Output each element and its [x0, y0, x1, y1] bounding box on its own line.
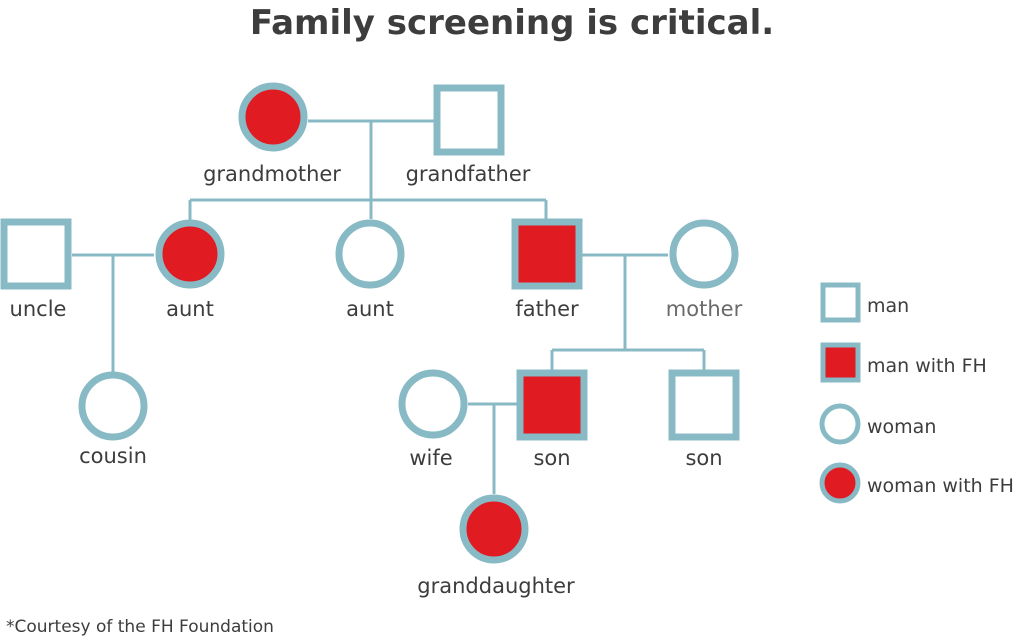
diagram-title: Family screening is critical. [250, 3, 774, 43]
son-with-fh-symbol [516, 369, 588, 441]
aunt-with-fh-symbol [155, 219, 225, 289]
aunt-symbol [335, 219, 405, 289]
legend-man-with-fh-icon [820, 342, 861, 383]
son-label: son [685, 446, 722, 470]
grandmother-symbol [238, 82, 308, 152]
legend-woman-icon [819, 403, 861, 445]
mother-symbol [669, 219, 739, 289]
people-symbols [0, 82, 740, 564]
legend-man-with-fh-label: man with FH [867, 355, 987, 377]
legend-woman-with-fh-label: woman with FH [867, 475, 1014, 497]
legend: man man with FH woman woman with FH [819, 282, 1014, 504]
son-symbol [668, 369, 740, 441]
granddaughter-symbol [459, 494, 529, 564]
father-symbol [511, 218, 583, 290]
wife-label: wife [409, 446, 452, 470]
grandfather-symbol [433, 84, 505, 156]
grandfather-label: grandfather [406, 162, 531, 186]
granddaughter-label: granddaughter [417, 574, 575, 598]
uncle-symbol [0, 218, 72, 290]
connector-lines [72, 119, 706, 494]
people-labels: grandmother grandfather uncle aunt aunt … [10, 162, 743, 598]
credit-note: *Courtesy of the FH Foundation [6, 617, 274, 637]
aunt-label: aunt [346, 297, 394, 321]
wife-symbol [398, 369, 468, 439]
father-label: father [515, 297, 579, 321]
mother-label: mother [666, 297, 743, 321]
cousin-label: cousin [79, 444, 147, 468]
aunt-with-fh-label: aunt [166, 297, 214, 321]
legend-man-icon [820, 282, 861, 323]
grandmother-label: grandmother [203, 162, 341, 186]
cousin-symbol [78, 371, 148, 441]
legend-woman-label: woman [867, 416, 936, 438]
son-with-fh-label: son [533, 446, 570, 470]
uncle-label: uncle [10, 297, 67, 321]
legend-man-label: man [867, 295, 909, 317]
legend-woman-with-fh-icon [819, 462, 861, 504]
